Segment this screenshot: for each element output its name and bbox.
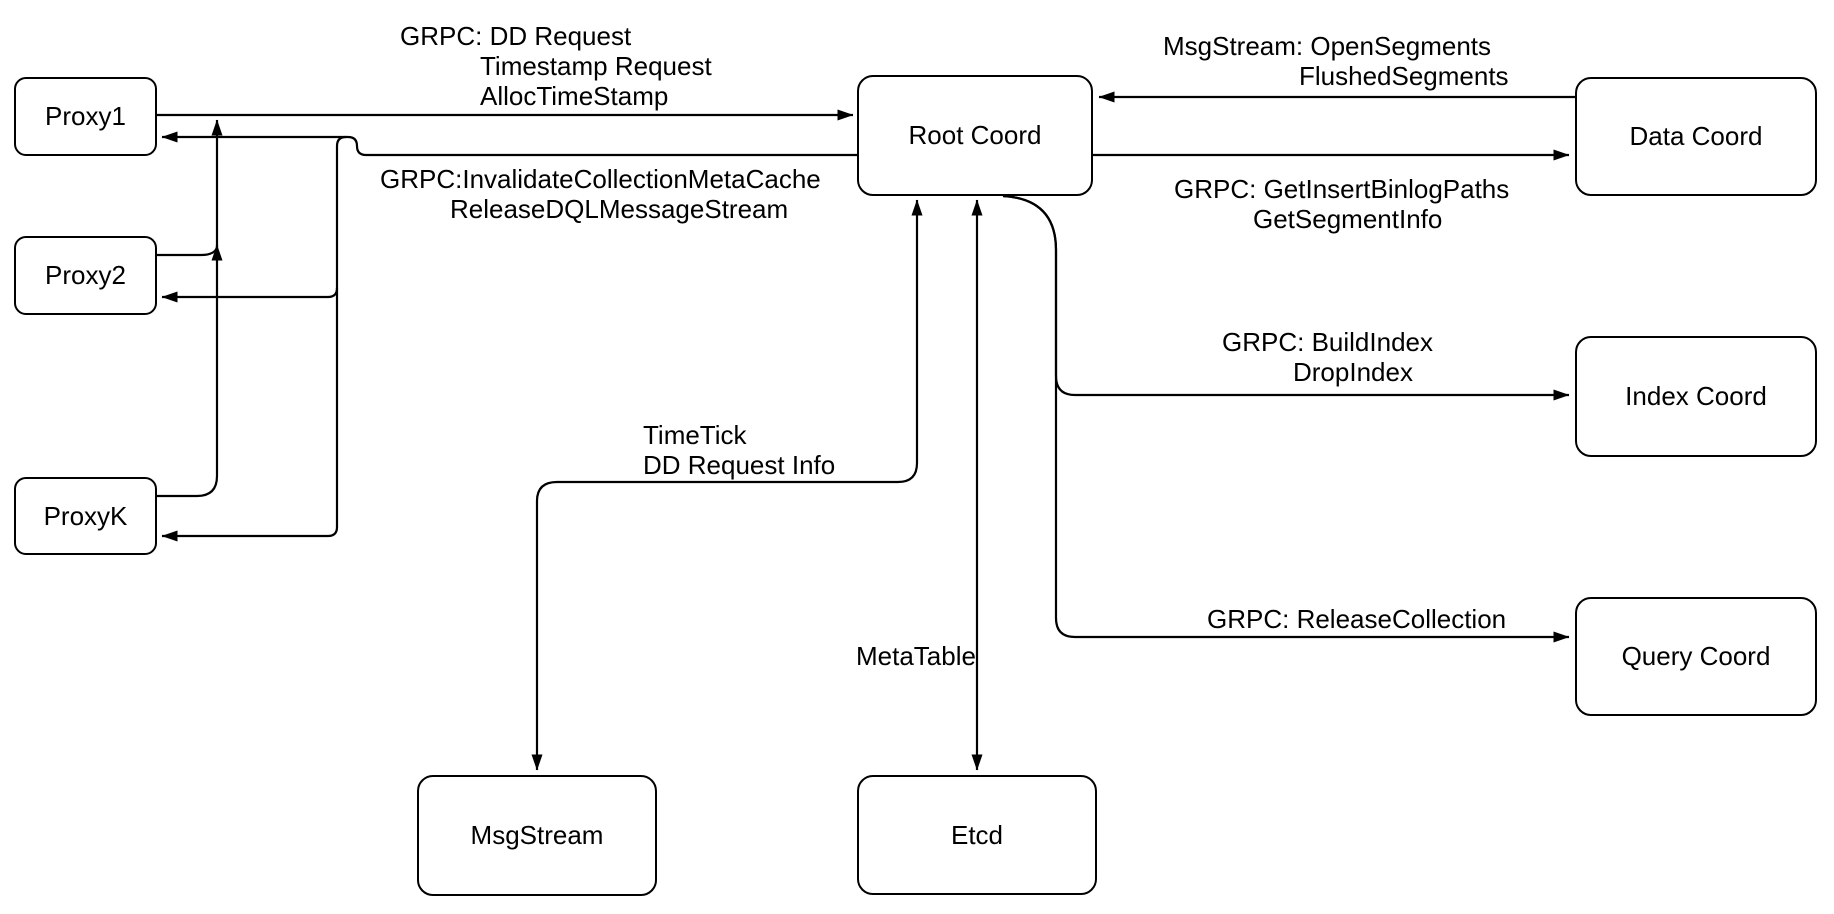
edge-proxy2-output-merge [157,246,219,257]
edge-root-coord-to-proxy1 [161,131,857,157]
label-release-collection: GRPC: ReleaseCollection [1207,604,1506,634]
node-etcd: Etcd [857,775,1097,895]
node-query-coord: Query Coord [1575,597,1817,716]
edge-proxyk-output-merge [157,244,223,498]
edge-root-coord-to-proxyk [161,135,347,542]
label-timetick-line2: DD Request Info [643,450,836,480]
label-dd-request-line2: Timestamp Request [480,51,712,81]
node-proxy2: Proxy2 [14,236,157,315]
label-metatable: MetaTable [856,641,976,671]
edge-root-coord-msgstream [531,199,923,771]
label-build-index-line2: DropIndex [1293,357,1413,387]
node-proxy1: Proxy1 [14,77,157,156]
label-invalidate-collection-line1: GRPC:InvalidateCollectionMetaCache [380,164,821,194]
node-index-coord-label: Index Coord [1625,381,1767,411]
node-proxy2-label: Proxy2 [45,260,126,290]
node-proxyk: ProxyK [14,477,157,555]
node-query-coord-label: Query Coord [1621,641,1771,671]
label-release-collection-line1: GRPC: ReleaseCollection [1207,604,1507,634]
node-etcd-label: Etcd [950,819,1004,850]
label-open-segments-line1: MsgStream: OpenSegments [1163,31,1492,61]
edge-root-coord-to-query-coord [1002,194,1570,643]
label-invalidate-collection-line2: ReleaseDQLMessageStream [450,194,789,224]
label-dd-request-line3: AllocTimeStamp [480,81,669,111]
edge-root-coord-to-proxy2 [161,287,339,303]
label-invalidate-collection: GRPC:InvalidateCollectionMetaCache Relea… [380,164,821,224]
node-root-coord-label: Root Coord [908,120,1042,150]
label-open-segments: MsgStream: OpenSegments FlushedSegments [1163,31,1509,91]
label-dd-request: GRPC: DD Request Timestamp Request Alloc… [400,21,712,111]
label-timetick-line1: TimeTick [643,420,747,450]
node-data-coord: Data Coord [1575,77,1817,196]
node-proxy1-label: Proxy1 [45,101,126,131]
label-build-index: GRPC: BuildIndex DropIndex [1222,327,1433,387]
node-index-coord: Index Coord [1575,336,1817,457]
label-binlog-paths-line2: GetSegmentInfo [1253,204,1443,234]
label-metatable-line1: MetaTable [856,641,976,671]
label-timetick: TimeTick DD Request Info [643,420,835,480]
node-msgstream: MsgStream [417,775,657,896]
label-dd-request-line1: GRPC: DD Request [400,21,632,51]
label-open-segments-line2: FlushedSegments [1299,61,1509,91]
node-data-coord-label: Data Coord [1629,121,1763,151]
label-binlog-paths: GRPC: GetInsertBinlogPaths GetSegmentInf… [1174,174,1509,234]
node-msgstream-label: MsgStream [470,820,604,850]
node-root-coord: Root Coord [857,75,1093,196]
label-binlog-paths-line1: GRPC: GetInsertBinlogPaths [1174,174,1510,204]
node-proxyk-label: ProxyK [43,500,128,531]
label-build-index-line1: GRPC: BuildIndex [1222,327,1433,357]
